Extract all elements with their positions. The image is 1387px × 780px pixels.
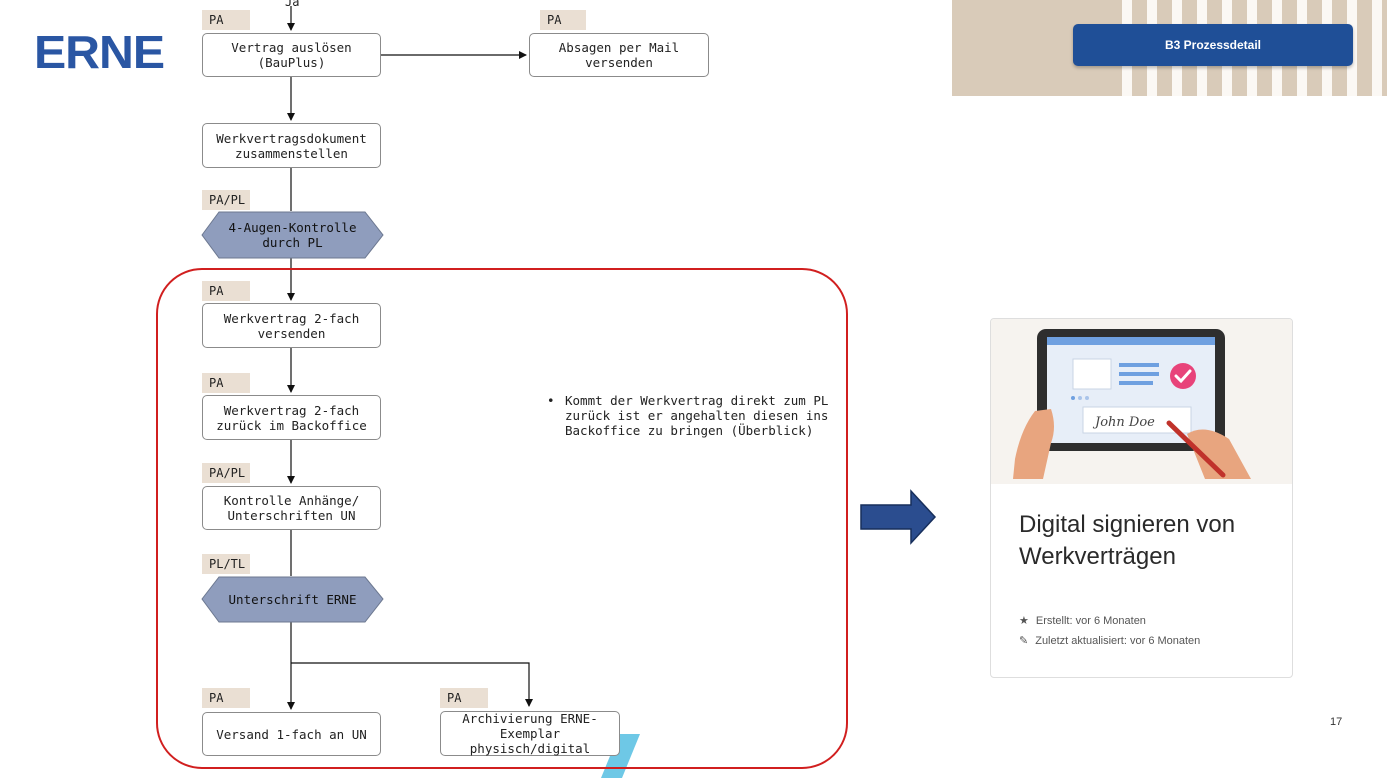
step-werkvertrag-versenden: Werkvertrag 2-fach versenden (202, 303, 381, 348)
step-werkvertragsdokument: Werkvertragsdokument zusammenstellen (202, 123, 381, 168)
article-card[interactable]: John Doe Digital signieren von Werkvertr… (990, 318, 1293, 678)
card-created: ★ Erstellt: vor 6 Monaten (1019, 614, 1146, 628)
erne-logo: ERNE (34, 26, 165, 78)
role-tag: PL/TL (202, 554, 250, 574)
pencil-icon: ✎ (1019, 635, 1029, 647)
card-title[interactable]: Digital signieren von Werkverträgen (1019, 511, 1236, 570)
transition-arrow-icon (860, 489, 937, 545)
step-kontrolle-anhaenge: Kontrolle Anhänge/ Unterschriften UN (202, 486, 381, 530)
flow-top-label: Ja (285, 0, 300, 9)
decision-augen-shape (201, 211, 384, 259)
role-tag: PA/PL (202, 463, 250, 483)
role-tag: PA (202, 688, 250, 708)
highlight-frame (156, 268, 848, 769)
role-tag: PA/PL (202, 190, 250, 210)
process-note: • Kommt der Werkvertrag direkt zum PL zu… (547, 393, 847, 438)
role-tag: PA (202, 373, 250, 393)
decision-unterschrift-erne: Unterschrift ERNE (228, 592, 357, 607)
header-stripe (1372, 0, 1382, 96)
step-archivierung: Archivierung ERNE- Exemplar physisch/dig… (440, 711, 620, 756)
role-tag: PA (540, 10, 586, 30)
step-versand-un: Versand 1-fach an UN (202, 712, 381, 756)
signature-text: John Doe (1092, 415, 1155, 430)
step-vertrag-ausloesen: Vertrag auslösen (BauPlus) (202, 33, 381, 77)
bullet-icon: • (547, 393, 555, 408)
section-badge: B3 Prozessdetail (1073, 24, 1353, 66)
star-icon: ★ (1019, 615, 1029, 627)
process-note-text: Kommt der Werkvertrag direkt zum PL zurü… (565, 393, 829, 438)
role-tag: PA (202, 281, 250, 301)
step-absagen-versenden: Absagen per Mail versenden (529, 33, 709, 77)
step-werkvertrag-zurueck: Werkvertrag 2-fach zurück im Backoffice (202, 395, 381, 440)
decision-augen-kontrolle: 4-Augen-Kontrolle durch PL (228, 220, 357, 250)
role-tag: PA (440, 688, 488, 708)
page-number: 17 (1330, 716, 1343, 728)
decision-unterschrift-shape (201, 576, 384, 623)
card-updated-label: Zuletzt aktualisiert: vor 6 Monaten (1035, 634, 1201, 647)
arrow-unterschrift-to-archiv (291, 662, 533, 707)
role-tag: PA (202, 10, 250, 30)
card-updated: ✎ Zuletzt aktualisiert: vor 6 Monaten (1019, 634, 1201, 648)
signature-illustration: John Doe (991, 319, 1292, 484)
card-created-label: Erstellt: vor 6 Monaten (1035, 614, 1146, 627)
